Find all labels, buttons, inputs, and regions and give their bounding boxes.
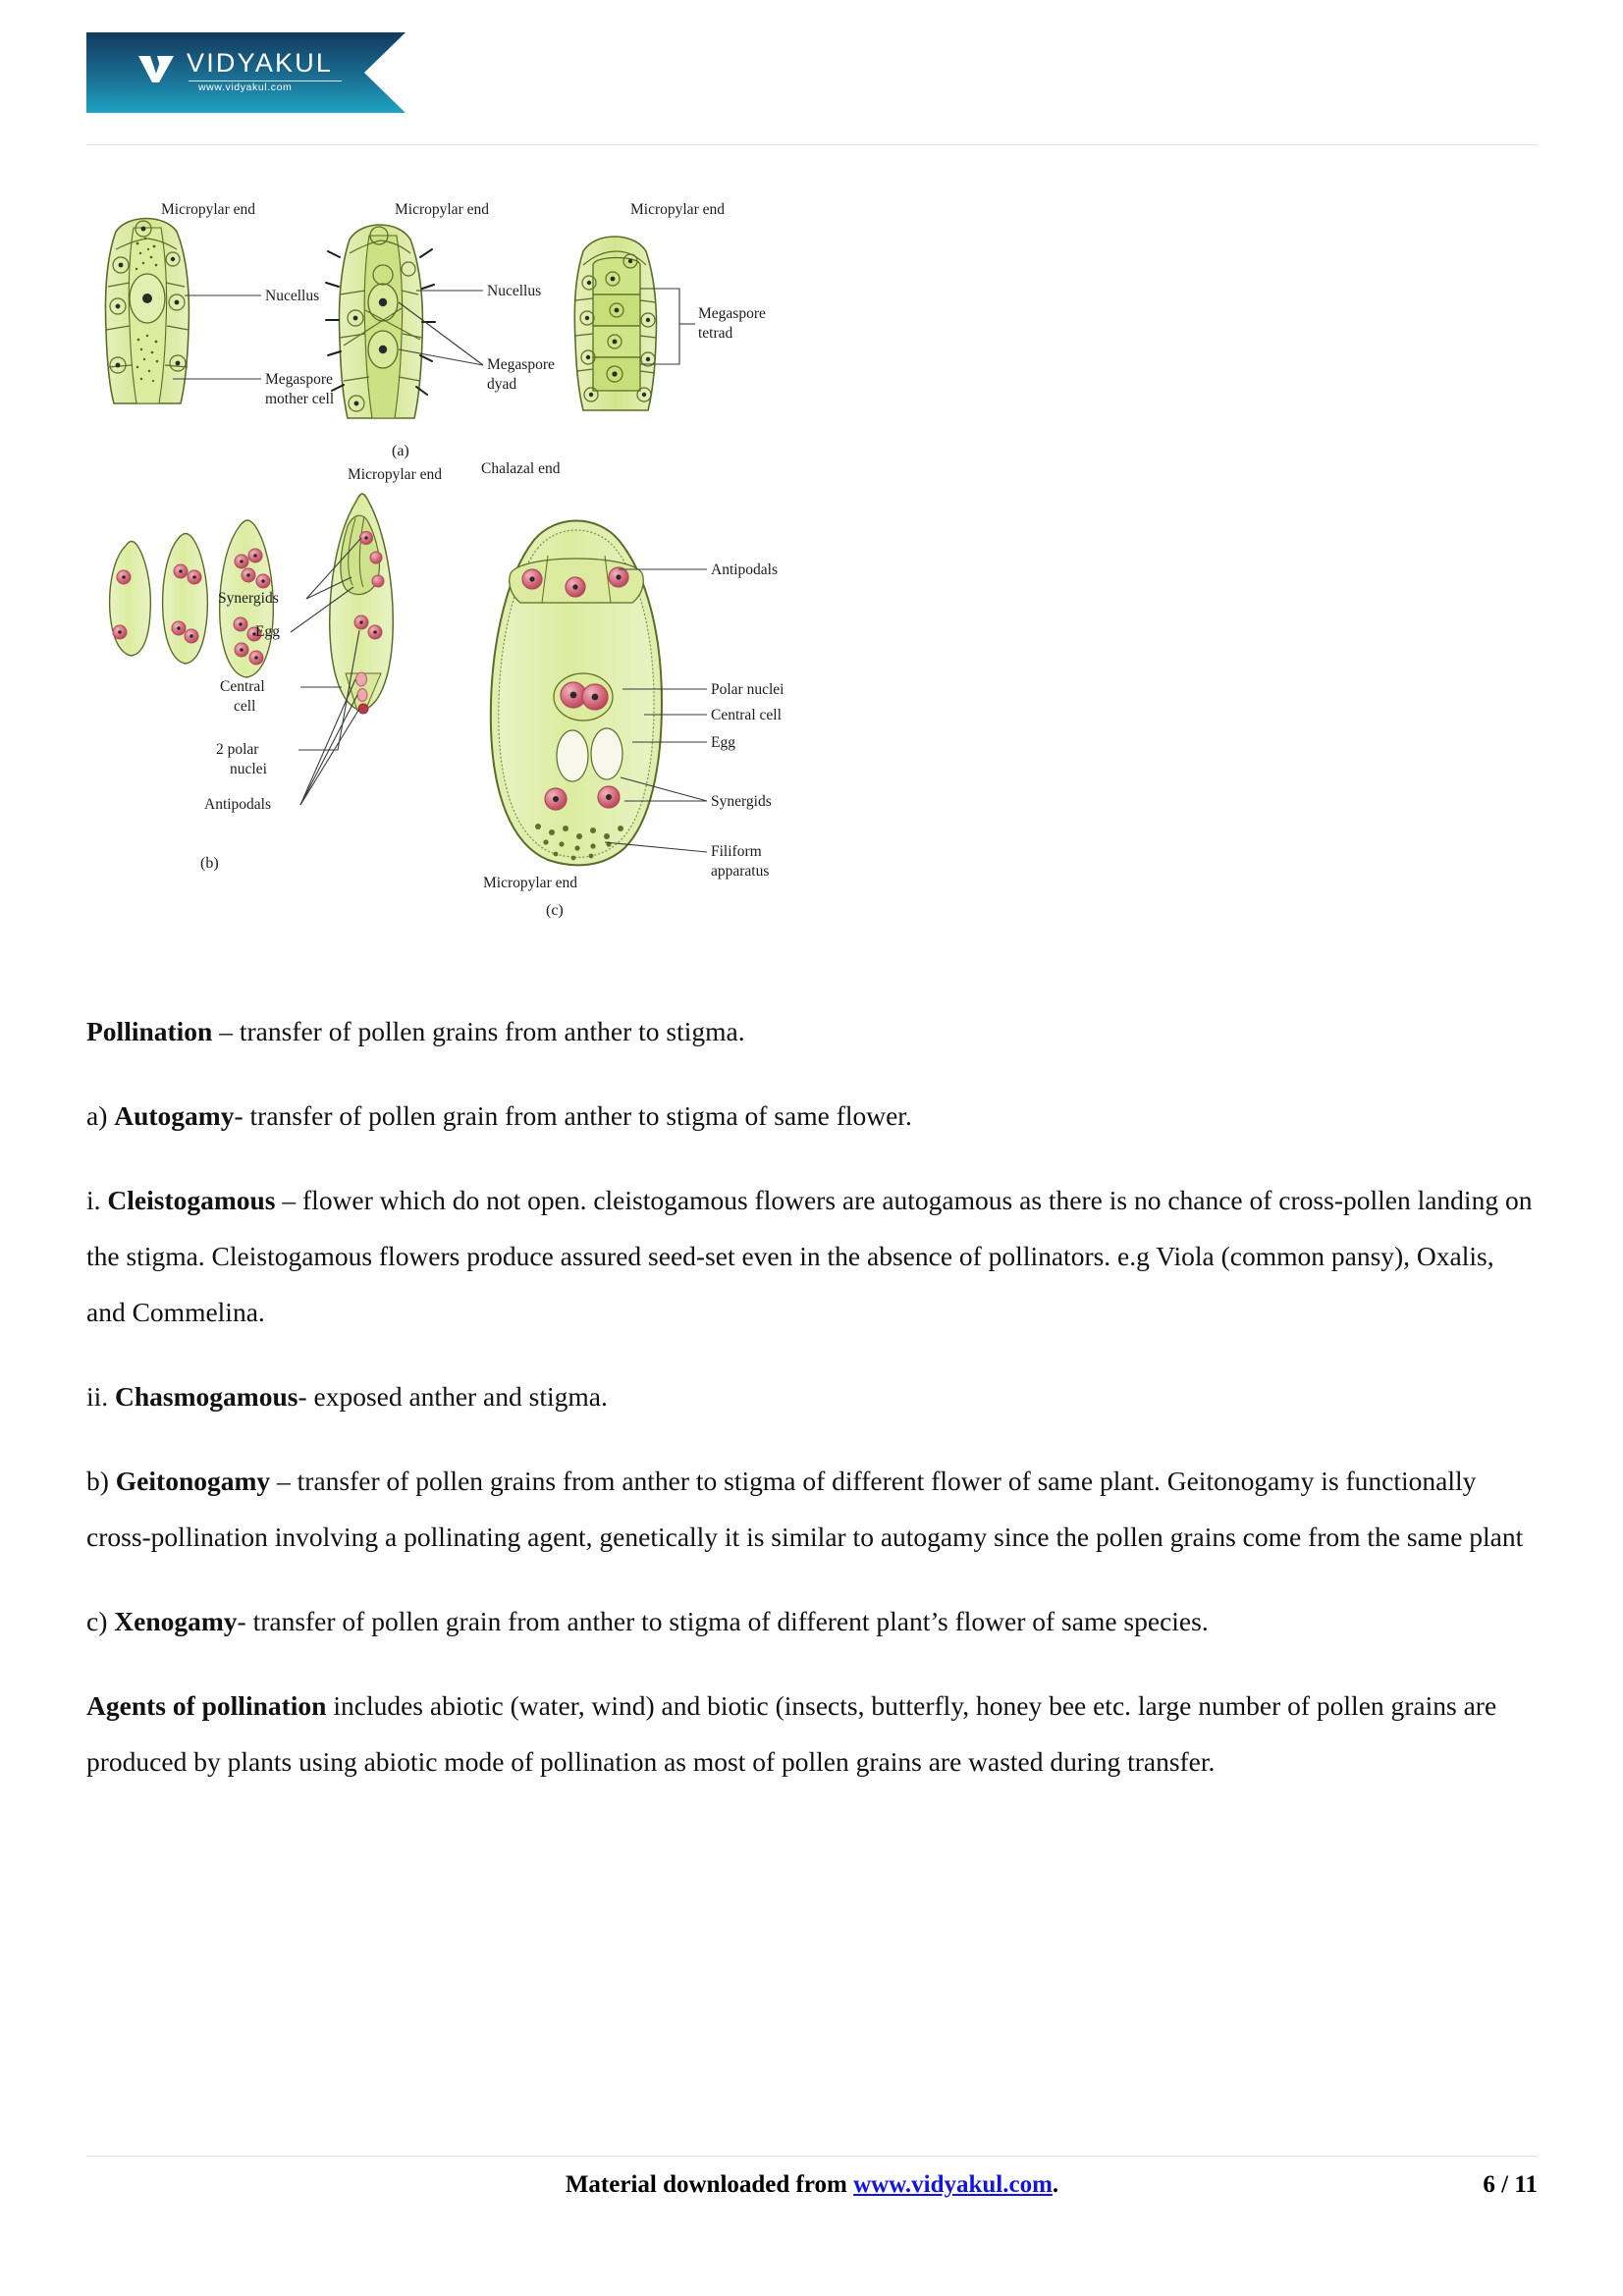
panel-b-label-central-cell-line2: cell [234,698,255,715]
list-marker-b: b) [86,1466,116,1496]
megaspore-tetrad-cells [592,256,641,392]
paragraph-agents-of-pollination: Agents of pollination includes abiotic (… [86,1678,1540,1789]
paragraph-chasmogamous-text: - exposed anther and stigma. [298,1381,608,1412]
panel-a-stage3-top-label: Micropylar end [630,201,725,218]
term-cleistogamous: Cleistogamous [107,1185,276,1215]
paragraph-autogamy: a) Autogamy- transfer of pollen grain fr… [86,1088,1540,1144]
panel-a-stage2-label-dyad-line2: dyad [487,376,516,393]
footer-attribution: Material downloaded from www.vidyakul.co… [86,2171,1538,2199]
panel-b-sac-2 [161,532,209,665]
panel-c-top-label: Chalazal end [481,460,561,477]
panel-c-bottom-label: Micropylar end [483,875,577,891]
panel-c-label-polar-nuclei: Polar nuclei [711,681,784,698]
panel-b: Micropylar end [108,466,442,872]
term-geitonogamy: Geitonogamy [115,1466,271,1496]
footer-divider [86,2156,1538,2157]
term-pollination: Pollination [86,1016,213,1046]
paragraph-chasmogamous: ii. Chasmogamous- exposed anther and sti… [86,1368,1540,1424]
egg-apparatus-group [544,727,623,811]
list-marker-a: a) [86,1100,115,1131]
paragraph-pollination: Pollination – transfer of pollen grains … [86,1003,1540,1059]
panel-c-label-egg: Egg [711,734,735,751]
megasporogenesis-figure: Micropylar end Nucellus Megaspore mother… [94,192,978,978]
panel-c: Chalazal end [481,460,784,919]
paragraph-xenogamy: c) Xenogamy- transfer of pollen grain fr… [86,1593,1540,1649]
document-body: Pollination – transfer of pollen grains … [86,1003,1540,1818]
panel-c-label-synergids: Synergids [711,793,772,810]
panel-b-sac-1 [108,540,152,657]
panel-a-stage2-top-label: Micropylar end [395,201,489,218]
vidyakul-logo-banner[interactable]: VIDYAKUL www.vidyakul.com [86,32,406,113]
panel-b-label-central-cell-line1: Central [220,678,265,695]
page-number: 6 / 11 [1483,2171,1538,2198]
header-divider [86,144,1538,145]
paragraph-autogamy-text: - transfer of pollen grain from anther t… [234,1100,912,1131]
panel-b-sac-3 [218,519,275,678]
panel-b-sac-4-mature [328,493,395,715]
footer-vidyakul-link[interactable]: www.vidyakul.com [853,2171,1053,2198]
panel-a-stage1-label-mmc-line1: Megaspore [265,371,333,388]
panel-c-label-central-cell: Central cell [711,707,782,723]
panel-a-stage-1: Micropylar end Nucellus Megaspore mother… [104,201,334,407]
panel-a-stage-2: Micropylar end Nucellus Megaspore dyad [325,201,555,419]
panel-a-stage1-label-nucellus: Nucellus [265,288,319,304]
term-agents-of-pollination: Agents of pollination [86,1690,327,1721]
list-marker-i: i. [86,1185,108,1215]
paragraph-agents-text: includes abiotic (water, wind) and bioti… [86,1690,1497,1777]
footer-text-after: . [1052,2171,1059,2198]
filiform-apparatus-region [535,824,623,861]
figure-svg: Micropylar end Nucellus Megaspore mother… [104,201,784,919]
panel-a-stage3-label-tetrad-line2: tetrad [698,325,733,342]
panel-b-label-antipodals: Antipodals [204,796,271,813]
panel-b-label-egg: Egg [255,623,280,640]
term-chasmogamous: Chasmogamous [115,1381,298,1412]
paragraph-xenogamy-text: - transfer of pollen grain from anther t… [237,1606,1209,1636]
panel-a-stage1-top-label: Micropylar end [161,201,255,218]
panel-b-label-polar-line2: nuclei [230,761,268,777]
cell-nuclei-group [109,220,187,374]
panel-a-stage1-label-mmc-line2: mother cell [265,391,334,407]
page-footer: Material downloaded from www.vidyakul.co… [86,2171,1538,2230]
panel-b-top-label: Micropylar end [348,466,442,483]
panel-c-label-antipodals: Antipodals [711,561,778,578]
figure-caption-c: (c) [546,902,564,919]
paragraph-geitonogamy: b) Geitonogamy – transfer of pollen grai… [86,1453,1540,1565]
panel-a-stage2-label-dyad-line1: Megaspore [487,356,555,373]
panel-c-label-filiform-line2: apparatus [711,863,769,880]
footer-text-before: Material downloaded from [565,2171,854,2198]
panel-b-label-polar-line1: 2 polar [216,741,259,758]
term-autogamy: Autogamy [114,1100,235,1131]
panel-a-stage-3: Micropylar end Megaspore tetrad [573,201,766,411]
term-xenogamy: Xenogamy [114,1606,238,1636]
panel-a-stage2-label-nucellus: Nucellus [487,283,541,299]
paragraph-cleistogamous-text: – flower which do not open. cleistogamou… [86,1185,1533,1327]
list-marker-ii: ii. [86,1381,116,1412]
list-marker-c: c) [86,1606,115,1636]
paragraph-geitonogamy-text: – transfer of pollen grains from anther … [86,1466,1524,1552]
page-header: VIDYAKUL www.vidyakul.com [0,0,1623,145]
banner-shape [86,32,406,113]
polar-nuclei-pair [553,672,614,721]
panel-a-stage3-label-tetrad-line1: Megaspore [698,305,766,322]
paragraph-pollination-text: – transfer of pollen grains from anther … [212,1016,745,1046]
figure-caption-a: (a) [392,443,409,459]
panel-b-label-synergids: Synergids [218,590,279,607]
figure-caption-b: (b) [200,855,219,872]
panel-c-label-filiform-line1: Filiform [711,843,762,860]
paragraph-cleistogamous: i. Cleistogamous – flower which do not o… [86,1172,1540,1340]
